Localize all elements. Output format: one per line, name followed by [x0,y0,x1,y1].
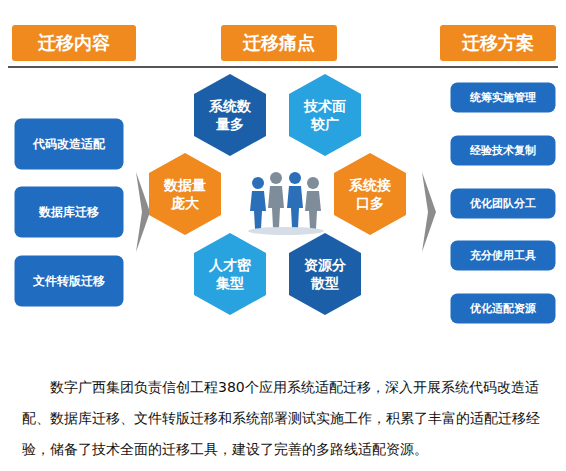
node-outline [333,152,407,236]
hexagon-shape [194,74,266,156]
node-label: 系统数量多 [208,97,251,133]
node-outline [288,73,362,157]
hexagon-shape [149,153,221,235]
content-box: 数据库迁移 [14,186,124,238]
pain-point-hexagon: 系统接口多 [333,152,407,236]
node-label: 系统接口多 [348,176,391,212]
rounded-box [15,187,124,238]
node-outline [288,232,362,316]
pain-point-hexagon: 人才密集型 [193,232,267,316]
node-label: 统筹实施管理 [470,91,536,104]
solution-box: 充分使用工具 [450,240,556,271]
rounded-box [451,294,556,324]
flow-chevron [422,172,436,252]
hexagon-shape [194,233,266,315]
node-label: 经验技术复制 [470,144,536,157]
node-outline [193,73,267,157]
node-label: 优化适配资源 [470,302,536,315]
hexagon-shape [289,74,361,156]
node-label: 文件转版迁移 [33,274,105,288]
content-box: 文件转版迁移 [14,255,124,307]
solution-box: 优化适配资源 [450,293,556,324]
section-header: 迁移内容 [12,25,136,61]
node-label: 技术面较广 [303,97,346,133]
node-label: 充分使用工具 [470,249,536,262]
node-outline [148,152,222,236]
node-label: 代码改造适配 [33,137,105,151]
content-box: 代码改造适配 [14,118,124,170]
solution-box: 经验技术复制 [450,135,556,166]
rounded-box [15,256,124,307]
rounded-box [451,83,556,113]
header-rule [8,66,558,68]
rounded-box [451,189,556,219]
node-label: 人才密集型 [208,256,251,292]
pain-point-hexagon: 系统数量多 [193,73,267,157]
section-header: 迁移方案 [440,25,556,61]
caption: 数字广西集团负责信创工程380个应用系统适配迁移，深入开展系统代码改造适配、数据… [22,372,548,465]
flow-chevron [136,172,150,252]
pain-point-hexagon: 资源分散型 [288,232,362,316]
pain-point-hexagon: 技术面较广 [288,73,362,157]
node-outline [193,232,267,316]
node-label: 资源分散型 [303,256,346,292]
node-label: 数据量庞大 [163,176,206,212]
header-tab [221,25,337,61]
solution-box: 优化团队分工 [450,188,556,219]
hexagon-shape [334,153,406,235]
rounded-box [451,241,556,271]
pain-point-hexagon: 数据量庞大 [148,152,222,236]
node-label: 优化团队分工 [470,197,536,210]
node-label: 迁移痛点 [243,32,315,54]
section-header: 迁移痛点 [221,25,337,61]
node-label: 迁移内容 [38,32,110,54]
solution-box: 统筹实施管理 [450,82,556,113]
rounded-box [15,119,124,170]
node-label: 数据库迁移 [39,205,99,219]
header-tab [12,25,136,61]
people-illustration [248,172,324,235]
header-tab [440,25,556,61]
node-label: 迁移方案 [462,32,534,54]
hexagon-shape [289,233,361,315]
rounded-box [451,136,556,166]
